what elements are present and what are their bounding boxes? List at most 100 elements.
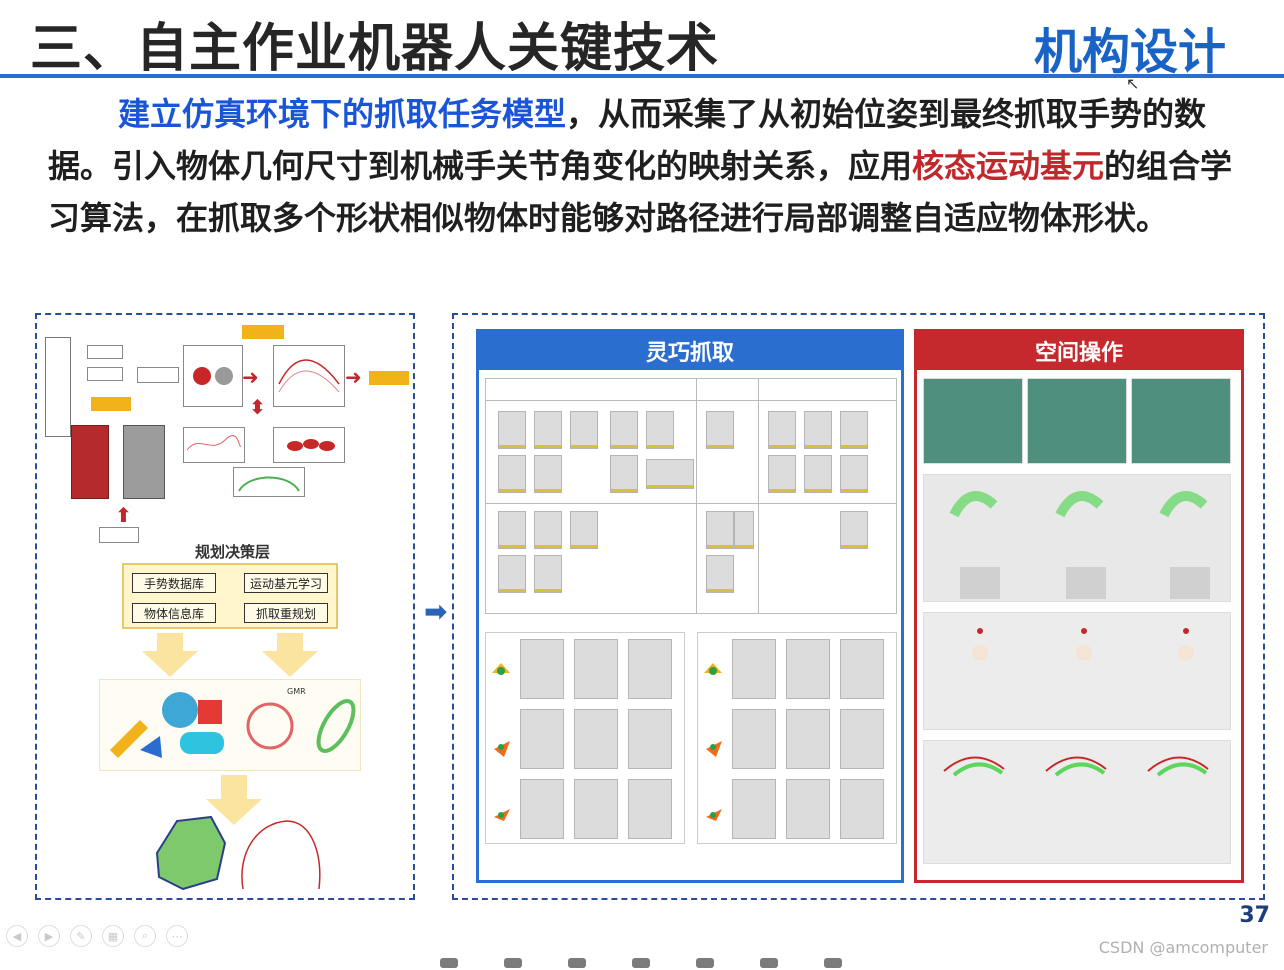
- grasp-thumbnail: [840, 411, 868, 449]
- down-arrow-shaft: [157, 633, 183, 651]
- grasp-thumbnail: [610, 455, 638, 493]
- intro-highlight-red: 核态运动基元: [912, 147, 1105, 185]
- grasp-thumbnail: [646, 459, 694, 489]
- grey-block-stack: [123, 425, 165, 499]
- down-arrow-icon: [262, 651, 318, 677]
- pen-icon[interactable]: ✎: [70, 925, 92, 947]
- grasp-photo: [840, 779, 884, 839]
- decision-item-replanning: 抓取重规划: [244, 603, 328, 623]
- segment-plot-box: [273, 427, 345, 463]
- player-control-icon[interactable]: [760, 958, 778, 968]
- player-control-icon[interactable]: [696, 958, 714, 968]
- arrow-updown-icon: ⬍: [249, 395, 266, 419]
- gmr-label: GMR: [287, 687, 306, 696]
- watermark: CSDN @amcomputer: [1098, 938, 1268, 957]
- grasp-photo: [628, 639, 672, 699]
- player-control-icon[interactable]: [568, 958, 586, 968]
- player-control-icon[interactable]: [632, 958, 650, 968]
- grasp-thumbnail: [534, 511, 562, 549]
- experiment-panel: 灵巧抓取: [452, 313, 1265, 900]
- decision-item-primitive-learning: 运动基元学习: [244, 573, 328, 593]
- dexterous-grasp-box: 灵巧抓取: [476, 329, 904, 883]
- signal-curve-illustration: [186, 435, 242, 451]
- result-plot-box: [233, 467, 305, 497]
- grasp-surface-illustration: [155, 815, 321, 891]
- sim-photo: [1027, 378, 1127, 464]
- grasp-photo: [786, 779, 830, 839]
- down-arrow-shaft: [277, 633, 303, 651]
- shape-primitives-box: [99, 679, 361, 771]
- arc-trajectory-illustration: [943, 756, 1209, 777]
- grasp-thumbnail: [706, 555, 734, 593]
- player-control-icon[interactable]: [440, 958, 458, 968]
- grasp-photo: [574, 779, 618, 839]
- grasp-type-markers: [704, 663, 722, 821]
- signal-plot-box: [183, 427, 245, 463]
- player-control-icon[interactable]: [824, 958, 842, 968]
- grasp-thumbnail: [840, 455, 868, 493]
- grasp-thumbnail: [534, 411, 562, 449]
- mouse-pointer-icon: ↖: [1126, 74, 1140, 93]
- grasp-thumbnail: [610, 411, 638, 449]
- decision-layer-title: 规划决策层: [195, 543, 271, 561]
- grasp-photo: [520, 709, 564, 769]
- segment-illustration: [287, 439, 335, 451]
- arrow-up-icon: ⬆: [115, 503, 132, 527]
- grasp-thumbnail: [570, 511, 598, 549]
- intro-text-1: ，从而采集了从初始位姿到最终抓取手势的数据。引入物体几何尺寸到机械手关节角变化的…: [48, 95, 1207, 185]
- grasp-thumbnail: [498, 455, 526, 493]
- down-arrow-shaft: [221, 775, 247, 799]
- ball-grasp-illustration: [972, 628, 1194, 661]
- grasp-thumbnail: [706, 411, 734, 449]
- ball-grasp-photo-row: [923, 612, 1231, 730]
- orange-block: [91, 397, 131, 411]
- grasp-photo: [520, 779, 564, 839]
- previous-slide-button[interactable]: ◀: [6, 925, 28, 947]
- grasp-thumbnail: [768, 455, 796, 493]
- grasp-photo: [840, 639, 884, 699]
- flow-box: [99, 527, 139, 543]
- grasp-photo: [628, 779, 672, 839]
- player-control-icon[interactable]: [504, 958, 522, 968]
- intro-paragraph: 建立仿真环境下的抓取任务模型，从而采集了从初始位姿到最终抓取手势的数据。引入物体…: [48, 88, 1248, 244]
- grasp-photo: [574, 709, 618, 769]
- grasp-photo: [840, 709, 884, 769]
- flow-box: [87, 345, 123, 359]
- table-header-row: [486, 379, 896, 401]
- page-number: 37: [1239, 903, 1270, 928]
- grasp-thumbnail: [534, 555, 562, 593]
- grasp-thumbnail: [804, 455, 832, 493]
- grasp-photo: [786, 639, 830, 699]
- grasp-photo: [520, 639, 564, 699]
- right-arrow-icon: ➡: [424, 595, 448, 628]
- more-options-icon[interactable]: ⋯: [166, 925, 188, 947]
- grasp-photo: [732, 709, 776, 769]
- table-divider: [696, 379, 697, 613]
- space-manipulation-title: 空间操作: [917, 332, 1241, 370]
- dexterous-grasp-title: 灵巧抓取: [479, 332, 901, 370]
- grasp-thumbnail: [534, 455, 562, 493]
- grasp-photo: [786, 709, 830, 769]
- section-tag: 机构设计: [1033, 24, 1226, 80]
- space-manipulation-box: 空间操作: [914, 329, 1244, 883]
- object-grasp-grid-left: [485, 632, 685, 844]
- ball-pair-illustration: [193, 367, 233, 385]
- grasp-thumbnail: [646, 411, 674, 449]
- grasp-thumbnail: [498, 411, 526, 449]
- sim-photo: [923, 378, 1023, 464]
- next-slide-button[interactable]: ▶: [38, 925, 60, 947]
- grasp-thumbnail: [804, 411, 832, 449]
- slides-grid-icon[interactable]: ▦: [102, 925, 124, 947]
- grasp-thumbnail: [706, 511, 734, 549]
- arrow-right-icon: ➜: [345, 365, 362, 389]
- zoom-icon[interactable]: ⌕: [134, 925, 156, 947]
- vertical-label-box: [45, 337, 71, 437]
- header-rule: [0, 74, 1284, 78]
- orange-block: [242, 325, 284, 339]
- grasp-thumbnail: [734, 511, 754, 549]
- arrow-right-icon: ➜: [242, 365, 259, 389]
- intro-highlight-blue: 建立仿真环境下的抓取任务模型: [118, 95, 567, 133]
- grasp-photo: [732, 779, 776, 839]
- grasp-thumbnail: [498, 555, 526, 593]
